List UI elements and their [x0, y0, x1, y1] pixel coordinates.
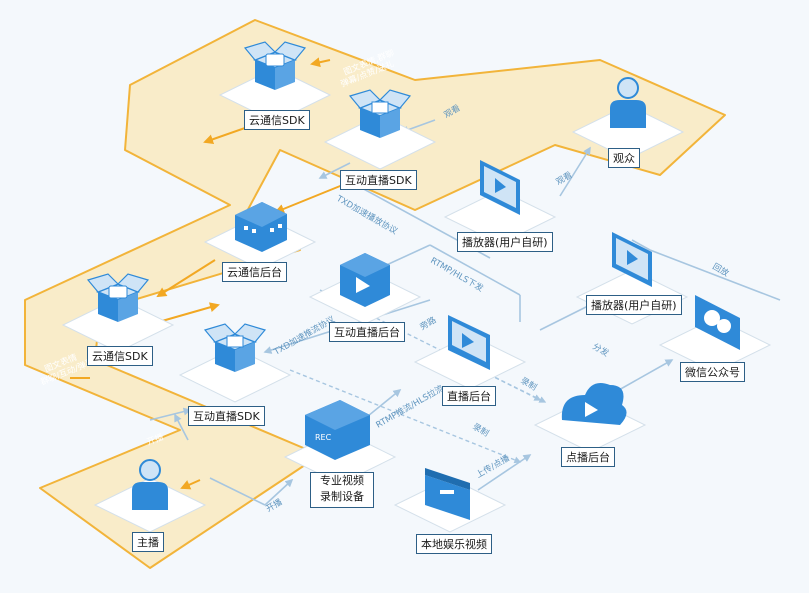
edge-label-record-2: 录制: [471, 421, 491, 439]
box-icon: [203, 323, 267, 372]
node-yun-sdk-top: 云通信SDK: [244, 110, 310, 130]
node-hd-sdk-top: 互动直播SDK: [340, 170, 417, 190]
player-icon: [612, 232, 652, 287]
box-icon: [348, 89, 412, 138]
monitor-icon: [448, 315, 490, 370]
svg-text:REC: REC: [315, 433, 332, 442]
node-yun-backend: 云通信后台: [222, 262, 287, 282]
node-audience: 观众: [608, 148, 640, 168]
edge-label-txd-2: TXD加速推流协议: [271, 314, 337, 359]
node-wechat: 微信公众号: [680, 362, 745, 382]
building-icon: [235, 202, 287, 252]
person-icon: [132, 459, 168, 510]
edge-label-watch-2: 观看: [554, 170, 574, 188]
wechat-icon: [695, 295, 740, 350]
player-icon: [480, 160, 520, 215]
node-anchor: 主播: [132, 532, 164, 552]
box-icon: [243, 41, 307, 90]
node-yun-sdk-left: 云通信SDK: [87, 346, 153, 366]
box-icon: [86, 273, 150, 322]
rec-camera-icon: REC: [305, 400, 370, 460]
node-vod-backend: 点播后台: [561, 447, 615, 467]
edge-label-distribute: 分发: [591, 341, 612, 359]
edge-label-bypass: 旁路: [418, 314, 439, 332]
edge-label-upload: 上传/点播: [474, 452, 512, 480]
node-player-1: 播放器(用户自研): [457, 232, 553, 252]
clapperboard-icon: [425, 468, 470, 520]
node-rec-device: 专业视频录制设备: [310, 472, 374, 508]
person-icon: [610, 77, 646, 128]
edge-label-open-2: 开播: [264, 496, 285, 514]
node-hd-backend: 互动直播后台: [329, 322, 405, 342]
server-play-icon: [340, 253, 390, 307]
node-live-backend: 直播后台: [442, 386, 496, 406]
cloud-play-icon: [561, 382, 627, 425]
node-local-video: 本地娱乐视频: [416, 534, 492, 554]
node-hd-sdk-left: 互动直播SDK: [188, 406, 265, 426]
node-player-2: 播放器(用户自研): [586, 295, 682, 315]
edge-label-rtmp-push: RTMP推流/HLS拉流: [374, 383, 446, 431]
